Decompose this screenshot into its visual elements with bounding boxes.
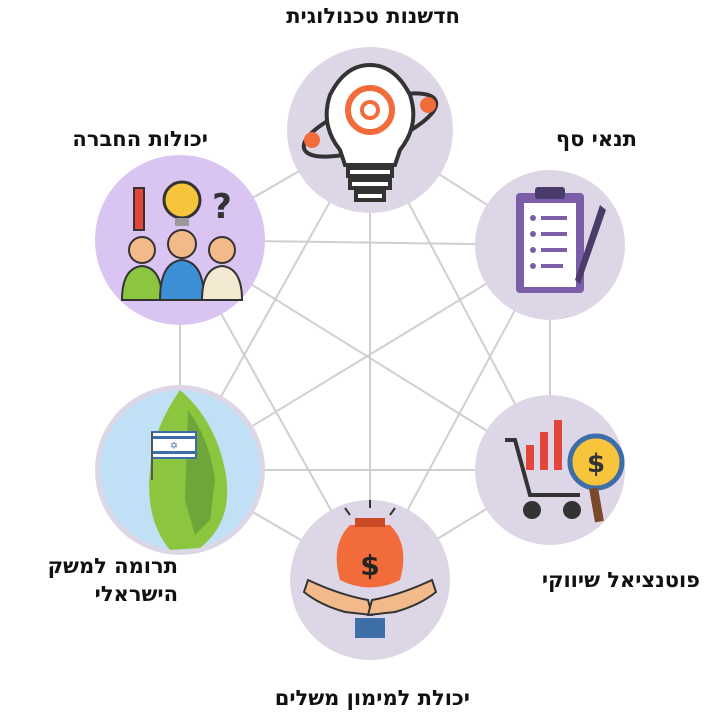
israel-map-flag-icon: ✡ — [100, 390, 260, 550]
clipboard-checklist-icon — [516, 187, 606, 293]
money-bag-hands-icon: $ — [302, 500, 438, 638]
node-israel: ✡ — [95, 385, 265, 555]
lightbulb-gear-icon — [301, 62, 439, 202]
node-israel-label-line-2: הישראלי — [94, 582, 178, 606]
team-ideas-icon: ? — [120, 180, 244, 301]
node-market-label: פוטנציאל שיווקי — [541, 568, 700, 592]
shopping-cart-dollar-icon: $ — [505, 420, 625, 523]
svg-text:✡: ✡ — [170, 441, 178, 452]
node-finance: $ — [290, 500, 450, 660]
svg-text:$: $ — [360, 549, 379, 582]
node-terms-label: תנאי סף — [555, 127, 637, 151]
node-tech — [287, 47, 453, 213]
node-market-circle — [475, 395, 625, 545]
node-company-label: יכולות החברה — [72, 127, 208, 151]
node-finance-label: יכולת למימון משלים — [274, 686, 470, 710]
node-market: $ — [475, 395, 625, 545]
node-terms — [475, 170, 625, 320]
svg-text:$: $ — [587, 449, 605, 479]
node-company: ? — [95, 155, 265, 325]
svg-text:?: ? — [212, 187, 232, 227]
node-tech-label: חדשנות טכנולוגית — [286, 4, 460, 28]
node-israel-label-line-1: תרומה למשק — [47, 554, 178, 578]
node-israel-label: תרומה למשק הישראלי — [10, 552, 178, 608]
